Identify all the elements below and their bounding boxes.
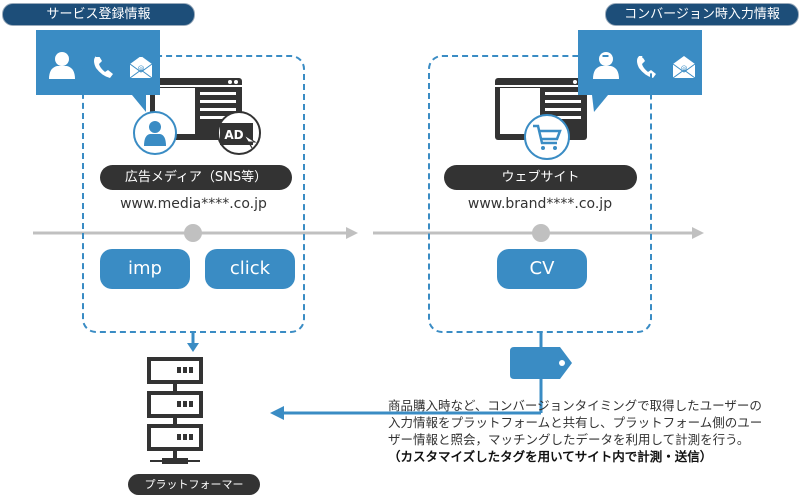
ad-media-box bbox=[82, 55, 305, 333]
website-url: www.brand****.co.jp bbox=[467, 196, 613, 212]
ad-click-icon: AD bbox=[217, 111, 261, 155]
tag-icon bbox=[510, 347, 572, 379]
description: 商品購入時など、コンバージョンタイミングで取得したユーザーの 入力情報をプラット… bbox=[388, 397, 762, 465]
description-line: 入力情報をプラットフォームと共有し、プラットフォーム側のユー bbox=[388, 415, 763, 430]
user-info-bubble-left bbox=[36, 30, 160, 112]
timeline-left bbox=[33, 224, 358, 242]
cv-button: CV bbox=[497, 249, 587, 289]
ad-media-url: www.media****.co.jp bbox=[120, 196, 267, 212]
click-button: click bbox=[205, 249, 295, 289]
ad-media-label: 広告メディア（SNS等） bbox=[100, 165, 292, 190]
cart-circle-icon bbox=[524, 114, 570, 160]
website-label: ウェブサイト bbox=[444, 165, 637, 190]
description-bold: （カスタマイズしたタグを用いてサイト内で計測・送信） bbox=[388, 449, 713, 464]
imp-button: imp bbox=[100, 249, 190, 289]
website-box bbox=[428, 55, 652, 333]
description-line: ザー情報と照会，マッチングしたデータを利用して計測を行う。 bbox=[388, 432, 750, 447]
left-title: サービス登録情報 bbox=[2, 3, 195, 26]
svg-text:AD: AD bbox=[224, 128, 243, 142]
platform-label: プラットフォーマー bbox=[128, 474, 260, 495]
right-title: コンバージョン時入力情報 bbox=[605, 3, 799, 26]
description-line: 商品購入時など、コンバージョンタイミングで取得したユーザーの bbox=[388, 398, 762, 413]
timeline-right bbox=[373, 224, 704, 242]
arrow-to-platform bbox=[187, 333, 199, 352]
user-circle-icon bbox=[133, 111, 177, 155]
server-icon bbox=[147, 357, 203, 464]
